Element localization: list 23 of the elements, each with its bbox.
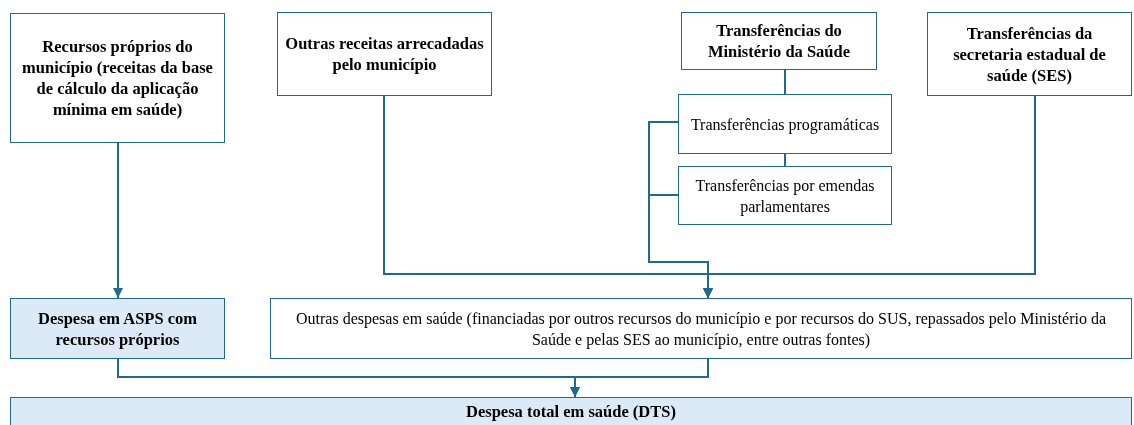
- connector-line: [784, 69, 786, 95]
- box-text: Recursos próprios do município (receitas da base de cálculo da aplicação mínima em saúde): [21, 36, 214, 120]
- box-text: Transferências da secretaria estadual de saúde (SES): [952, 22, 1107, 86]
- expense-box: [270, 298, 1132, 359]
- box-text: Transferências programáticas: [690, 114, 880, 135]
- box-text: Despesa em ASPS com recursos próprios: [37, 307, 198, 350]
- box-text: Outras despesas em saúde (financiadas por outros recursos do município e por recursos do SUS, repassados pelo Ministério da Saúde e pelas SES ao município, entre outras fontes): [294, 308, 1107, 350]
- connector-line: [784, 153, 786, 167]
- total-box: [10, 397, 1132, 425]
- arrow: [570, 358, 709, 398]
- source-box: [10, 13, 225, 143]
- box-text: Transferências do Ministério da Saúde: [706, 20, 852, 62]
- arrow: [113, 142, 123, 299]
- box-text: Outras receitas arrecadadas pelo município: [284, 33, 485, 75]
- expense-box: [10, 298, 225, 359]
- transfer-box: [678, 166, 892, 225]
- box-text: Despesa total em saúde (DTS): [466, 401, 676, 422]
- source-box: [277, 12, 492, 96]
- source-box: [927, 12, 1132, 96]
- arrow: [703, 95, 1036, 299]
- box-text: Transferências por emendas parlamentares: [694, 175, 876, 217]
- transfer-box: [678, 94, 892, 154]
- source-box: [681, 12, 877, 70]
